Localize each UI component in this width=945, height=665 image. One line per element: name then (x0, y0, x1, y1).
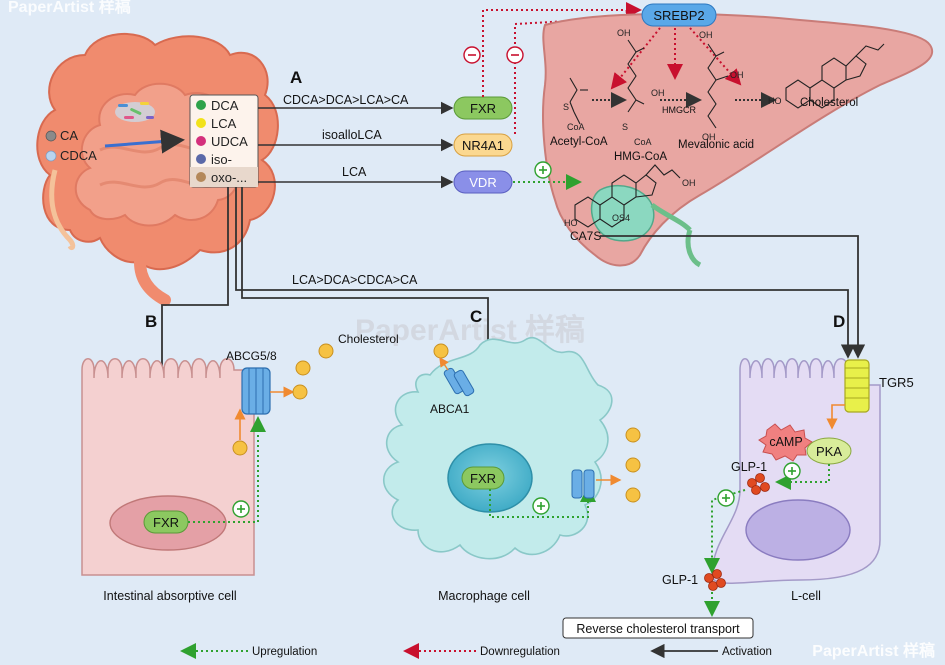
tgr5-label: TGR5 (879, 375, 914, 390)
tgr5-to-pka-arrow (826, 404, 845, 430)
rct-label: Reverse cholesterol transport (576, 622, 740, 636)
bile-acids-to-tgr5-arrow (235, 187, 856, 359)
glp1-secreted-label: GLP-1 (662, 573, 698, 587)
macrophage-cell-label: Macrophage cell (438, 589, 530, 603)
macrophage-fxr-upregulation (489, 486, 596, 518)
panel-letter-a: A (290, 68, 302, 87)
watermark-top: PaperArtist 样稿 (8, 0, 131, 16)
legend: Upregulation Downregulation Activation (180, 643, 772, 659)
legend-act-label: Activation (722, 646, 772, 658)
ca7s-os4: OS4 (612, 213, 630, 223)
intestine-illustration (36, 32, 279, 306)
liver-illustration (542, 12, 933, 268)
srebp2-node (641, 3, 717, 27)
mevalonic-label: Mevalonic acid (678, 139, 754, 151)
ca-label: CA (60, 128, 78, 143)
camp-label: cAMP (769, 435, 802, 449)
nr4a1-ligand-label: isoalloLCA (322, 128, 382, 142)
ca7s-label: CA7S (570, 229, 601, 243)
watermark-center: PaperArtist 样稿 (355, 313, 585, 347)
lca-dot (196, 118, 206, 128)
ca7s-ho: HO (564, 218, 578, 228)
srebp2-label: SREBP2 (653, 8, 704, 23)
fxr-receptor-label: FXR (470, 101, 496, 116)
lca-label: LCA (211, 116, 237, 131)
oxo-label: oxo-... (211, 170, 247, 185)
iso-label: iso- (211, 152, 232, 167)
glp1-label: GLP-1 (731, 460, 767, 474)
hmgcr-label: HMGCR (662, 105, 696, 115)
glp1-granules (747, 473, 770, 495)
cdca-dot (45, 150, 57, 162)
lcell-nucleus (745, 499, 851, 561)
fxr-to-srebp2-downregulation (482, 2, 642, 97)
vdr-receptor (453, 170, 513, 194)
intestinal-cell-label: Intestinal absorptive cell (103, 589, 236, 603)
abca1-efflux-arrow (439, 356, 449, 371)
fxr-order-label: CDCA>DCA>LCA>CA (283, 93, 409, 107)
mevalonic-oh-top: OH (699, 30, 713, 40)
udca-label: UDCA (211, 134, 248, 149)
hmgcoa-coa: CoA (634, 137, 652, 147)
macrophage-cholesterol-label: Cholesterol (338, 332, 399, 346)
rct-box (562, 617, 754, 639)
pka-to-glp1-upregulation (775, 464, 830, 490)
macrophage-fxr-label: FXR (470, 471, 496, 486)
fxr-to-abcg-upregulation (188, 416, 266, 523)
intestinal-fxr-label: FXR (153, 515, 179, 530)
cholesterol-ho: HO (768, 96, 782, 106)
abcg58-transporter (241, 367, 271, 415)
tgr5-receptor (844, 359, 870, 413)
camp-starburst (758, 423, 813, 462)
dca-label: DCA (211, 98, 239, 113)
legend-up-label: Upregulation (252, 646, 317, 658)
panel-letter-b: B (145, 312, 157, 331)
acetylcoa-coa: CoA (567, 122, 585, 132)
intestinal-cell (81, 358, 255, 576)
abca1-transporter (443, 367, 475, 397)
hmgcoa-label: HMG-CoA (614, 151, 667, 163)
panel-letter-d: D (833, 312, 845, 331)
secondary-bile-acid-box: DCA LCA UDCA iso- oxo-... (189, 94, 259, 188)
dca-dot (196, 100, 206, 110)
nr4a1-receptor (453, 133, 513, 157)
nr4a1-receptor-label: NR4A1 (462, 138, 504, 153)
hmgcoa-s: S (622, 122, 628, 132)
acetylcoa-label: Acetyl-CoA (550, 136, 608, 148)
legend-down-label: Downregulation (480, 646, 560, 658)
glp1-secretion-arrow (704, 489, 746, 574)
nr4a1-to-srebp2-downregulation (514, 9, 642, 134)
hmgcoa-oh-top: OH (617, 28, 631, 38)
liver-chemistry (569, 39, 885, 228)
mevalonic-oh: OH (730, 70, 744, 80)
ca7s-to-tgr5-arrow (600, 235, 866, 359)
cdca-label: CDCA (60, 148, 97, 163)
watermark-bottom: PaperArtist 样稿 (812, 641, 935, 660)
panel-letter-c: C (470, 307, 482, 326)
macrophage-efflux-transporter (571, 469, 595, 499)
oxo-dot (196, 172, 206, 182)
abcg-label: ABCG5/8 (226, 349, 277, 363)
mevalonic-oh-bottom: OH (702, 132, 716, 142)
ca-dot (45, 130, 57, 142)
tgr5-order-label: LCA>DCA>CDCA>CA (292, 273, 418, 287)
secreted-glp1-granules (704, 569, 726, 591)
udca-dot (196, 136, 206, 146)
vdr-receptor-label: VDR (469, 175, 496, 190)
macrophage-cell (382, 337, 613, 560)
acetylcoa-s: S (563, 102, 569, 112)
hmgcoa-oh: OH (651, 88, 665, 98)
liver-cholesterol-label: Cholesterol (800, 97, 858, 109)
ca7s-oh: OH (682, 178, 696, 188)
vdr-ligand-label: LCA (342, 165, 367, 179)
lcell-label: L-cell (791, 589, 821, 603)
microbiota-cluster (115, 102, 155, 122)
iso-dot (196, 154, 206, 164)
pka-label: PKA (816, 444, 842, 459)
abca1-label: ABCA1 (430, 402, 470, 416)
macrophage-fxr (461, 466, 505, 490)
